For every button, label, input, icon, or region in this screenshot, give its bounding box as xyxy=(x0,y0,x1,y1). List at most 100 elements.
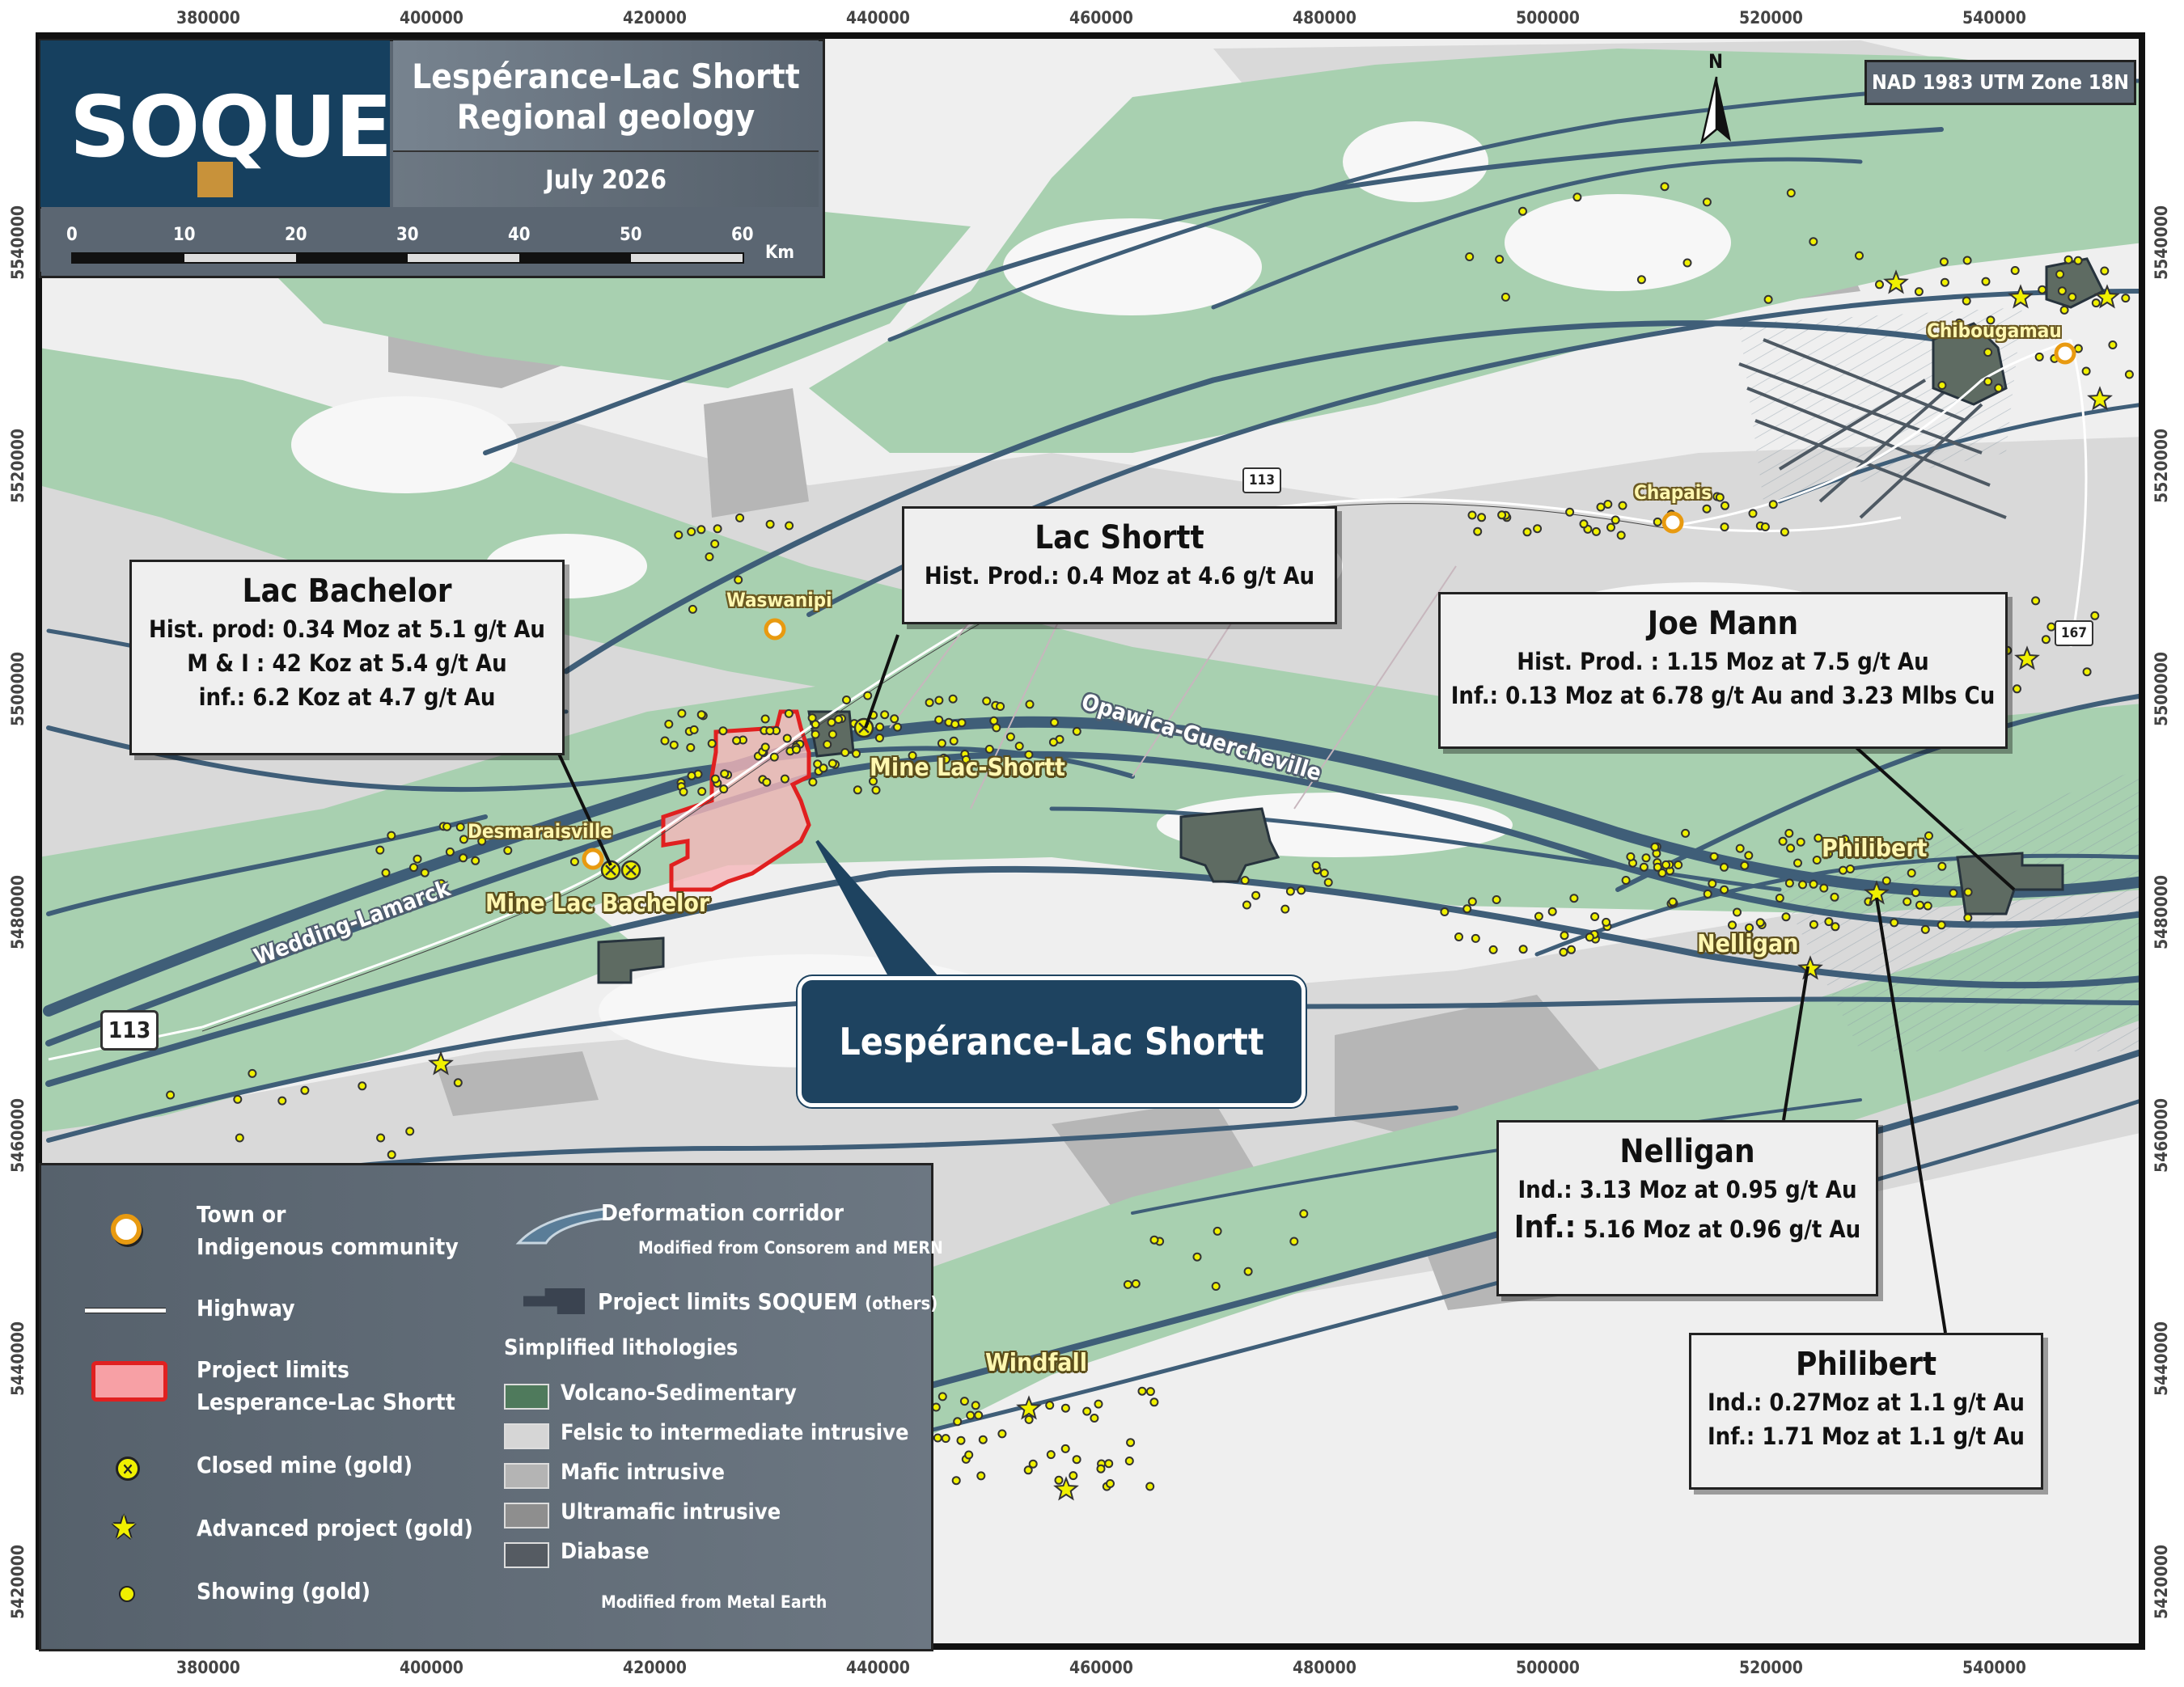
lithology-label: Diabase xyxy=(561,1539,650,1564)
showing-dot xyxy=(827,729,837,739)
showing-dot xyxy=(2010,266,2020,275)
map-title-line2: Regional geology xyxy=(456,97,756,137)
showing-dot xyxy=(1596,502,1606,512)
x-tick-label: 540000 xyxy=(1962,8,2026,27)
project-label-windfall: Windfall xyxy=(985,1349,1087,1377)
advanced-project-star xyxy=(2014,645,2040,670)
showing-dot xyxy=(956,1435,966,1445)
showing-dot xyxy=(1831,922,1840,932)
showing-dot xyxy=(166,1090,176,1100)
showing-dot xyxy=(760,742,770,752)
showing-dot xyxy=(719,784,729,794)
x-tick-label: 520000 xyxy=(1739,1658,1803,1677)
showing-dot xyxy=(1149,1397,1159,1407)
showing-dot xyxy=(2031,596,2041,606)
showing-dot xyxy=(808,777,818,787)
showing-dot xyxy=(697,787,707,797)
showing-dot xyxy=(1703,889,1712,898)
showing-dot xyxy=(1728,920,1737,930)
showing-dot xyxy=(1939,257,1949,267)
x-tick-label: 540000 xyxy=(1962,1658,2026,1677)
showing-dot xyxy=(1465,252,1475,261)
showing-dot xyxy=(2121,294,2131,303)
showing-dot xyxy=(1824,917,1834,927)
showing-dot xyxy=(1297,886,1306,895)
scale-label: 10 xyxy=(173,225,196,245)
showing-dot xyxy=(819,763,828,773)
showing-dot xyxy=(869,776,878,786)
callout-line: Inf.: 0.13 Moz at 6.78 g/t Au and 3.23 M… xyxy=(1450,682,1996,709)
showing-dot xyxy=(1636,275,1646,285)
showing-dot xyxy=(300,1085,310,1095)
callout-leaders xyxy=(557,634,2016,1334)
showing-dot xyxy=(996,702,1005,711)
map-title-line1: Lespérance-Lac Shortt xyxy=(412,57,800,96)
showing-dot xyxy=(2073,344,2083,353)
showing-dot xyxy=(871,785,881,795)
showing-dot xyxy=(459,835,468,844)
showing-dot xyxy=(853,785,862,795)
showing-dot xyxy=(1674,860,1683,869)
lithology-label: Volcano-Sedimentary xyxy=(561,1380,797,1406)
showing-dot xyxy=(950,720,960,729)
showing-dot xyxy=(1740,860,1750,870)
x-tick-label: 480000 xyxy=(1293,8,1357,27)
deformation-corridors xyxy=(43,78,2142,1490)
showing-dot xyxy=(997,1429,1007,1439)
town-label-waswanipi: Waswanipi xyxy=(726,589,832,611)
showing-dot xyxy=(1650,842,1660,852)
showing-dot xyxy=(1682,258,1692,268)
showing-dot xyxy=(1005,732,1015,742)
showing-dot xyxy=(982,696,992,706)
x-tick-label: 380000 xyxy=(176,1658,240,1677)
showing-dot xyxy=(409,863,418,873)
x-tick-label: 380000 xyxy=(176,8,240,27)
showing-dot xyxy=(1567,945,1576,954)
town-label-chapais: Chapais xyxy=(1634,481,1712,504)
logo-q-accent xyxy=(197,162,233,197)
showing-dot xyxy=(455,822,465,832)
showing-dot xyxy=(718,726,728,736)
showing-dot xyxy=(827,759,837,768)
showing-dot xyxy=(1440,907,1450,916)
showing-dot xyxy=(782,734,792,743)
showing-dot xyxy=(453,1078,463,1088)
showing-dot xyxy=(937,738,946,748)
north-label: N xyxy=(1708,50,1724,73)
showing-dot xyxy=(720,769,730,779)
showing-dot xyxy=(387,831,396,840)
showing-dot xyxy=(1830,892,1839,902)
showing-dot xyxy=(1025,700,1035,709)
showing-dot xyxy=(880,710,890,720)
showing-dot xyxy=(1050,717,1059,727)
x-tick-label: 500000 xyxy=(1516,8,1580,27)
showing-dot xyxy=(1323,877,1333,887)
showing-dot xyxy=(1890,918,1899,928)
showing-dot xyxy=(2038,285,2047,294)
showing-dot xyxy=(1045,1401,1055,1410)
town-desmaraisville xyxy=(582,848,604,870)
town-waswanipi xyxy=(764,618,786,641)
lithology-swatch xyxy=(504,1542,549,1568)
showing-dot xyxy=(1240,876,1250,886)
showing-dot xyxy=(1126,1438,1136,1448)
showing-dot xyxy=(713,524,722,534)
showing-dot xyxy=(735,513,745,522)
map-date: July 2026 xyxy=(545,164,667,195)
showing-dot xyxy=(1299,1209,1309,1219)
showing-dot xyxy=(1311,860,1321,870)
callout-line: Inf.: 1.71 Moz at 1.1 g/t Au xyxy=(1707,1423,2025,1450)
showing-dot xyxy=(1565,507,1575,517)
showing-dot xyxy=(811,729,820,739)
showing-dot xyxy=(1559,947,1568,957)
showing-dot xyxy=(1963,913,1973,923)
main-project-label: Lespérance-Lac Shortt xyxy=(798,976,1306,1107)
showing-dot xyxy=(874,734,884,742)
showing-dot xyxy=(1072,726,1081,736)
town-chibougamau xyxy=(2054,342,2076,365)
highway-shield-113-west: 113 xyxy=(100,1010,159,1051)
shield-label: 167 xyxy=(2061,625,2087,641)
legend-closed-mine-icon: × xyxy=(116,1457,140,1481)
callout-title: Lac Bachelor xyxy=(242,573,452,610)
